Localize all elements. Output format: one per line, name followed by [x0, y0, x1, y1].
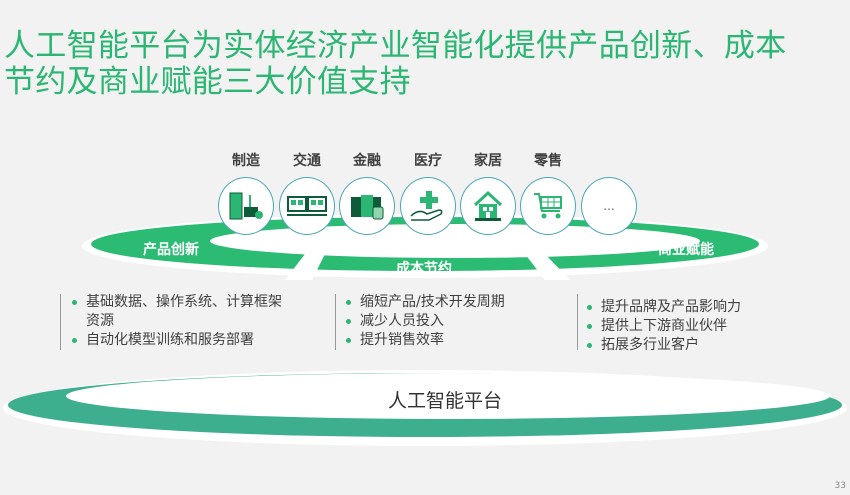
factory-icon — [218, 177, 274, 235]
list-item: 缩短产品/技术开发周期 — [344, 293, 564, 312]
column-divider — [60, 294, 61, 350]
segment-business-enablement: 商业赋能 — [658, 242, 714, 258]
money-icon — [339, 177, 395, 235]
page-number: 33 — [834, 481, 846, 491]
bottom-ring-inner — [66, 373, 830, 419]
industry-label-home: 家居 — [474, 153, 502, 169]
list-item: 基础数据、操作系统、计算框架资源 — [70, 293, 290, 331]
list-item: 自动化模型训练和服务部署 — [70, 331, 290, 350]
list-item: 拓展多行业客户 — [585, 336, 805, 355]
segment-product-innovation: 产品创新 — [143, 242, 199, 258]
segment-gap-right — [525, 254, 570, 280]
medical-hand-icon — [400, 177, 456, 235]
title-line-2: 节约及商业赋能三大价值支持 — [4, 64, 411, 100]
industry-label-medical: 医疗 — [414, 153, 442, 169]
train-icon — [279, 177, 335, 235]
industry-label-manufacturing: 制造 — [232, 153, 260, 169]
segment-cost-saving: 成本节约 — [396, 261, 452, 277]
list-item: 提供上下游商业伙伴 — [585, 317, 805, 336]
list-item: 提升销售效率 — [344, 331, 564, 350]
column-business-enablement: 提升品牌及产品影响力 提供上下游商业伙伴 拓展多行业客户 — [585, 298, 805, 355]
column-divider — [335, 294, 336, 350]
industry-label-retail: 零售 — [534, 153, 562, 169]
top-ring-inner — [210, 224, 700, 258]
column-divider — [577, 294, 578, 350]
title-line-1: 人工智能平台为实体经济产业智能化提供产品创新、成本 — [4, 28, 787, 64]
list-item: 减少人员投入 — [344, 312, 564, 331]
industry-label-transport: 交通 — [293, 153, 321, 169]
industry-label-finance: 金融 — [353, 153, 381, 169]
segment-gap-left — [285, 254, 325, 280]
list-item: 提升品牌及产品影响力 — [585, 298, 805, 317]
shopping-cart-icon — [520, 177, 576, 235]
house-icon — [460, 177, 516, 235]
ai-platform-label: 人工智能平台 — [387, 390, 502, 412]
column-product-innovation: 基础数据、操作系统、计算框架资源 自动化模型训练和服务部署 — [70, 293, 290, 350]
column-cost-saving: 缩短产品/技术开发周期 减少人员投入 提升销售效率 — [344, 293, 564, 350]
more-icon: ... — [581, 177, 637, 235]
